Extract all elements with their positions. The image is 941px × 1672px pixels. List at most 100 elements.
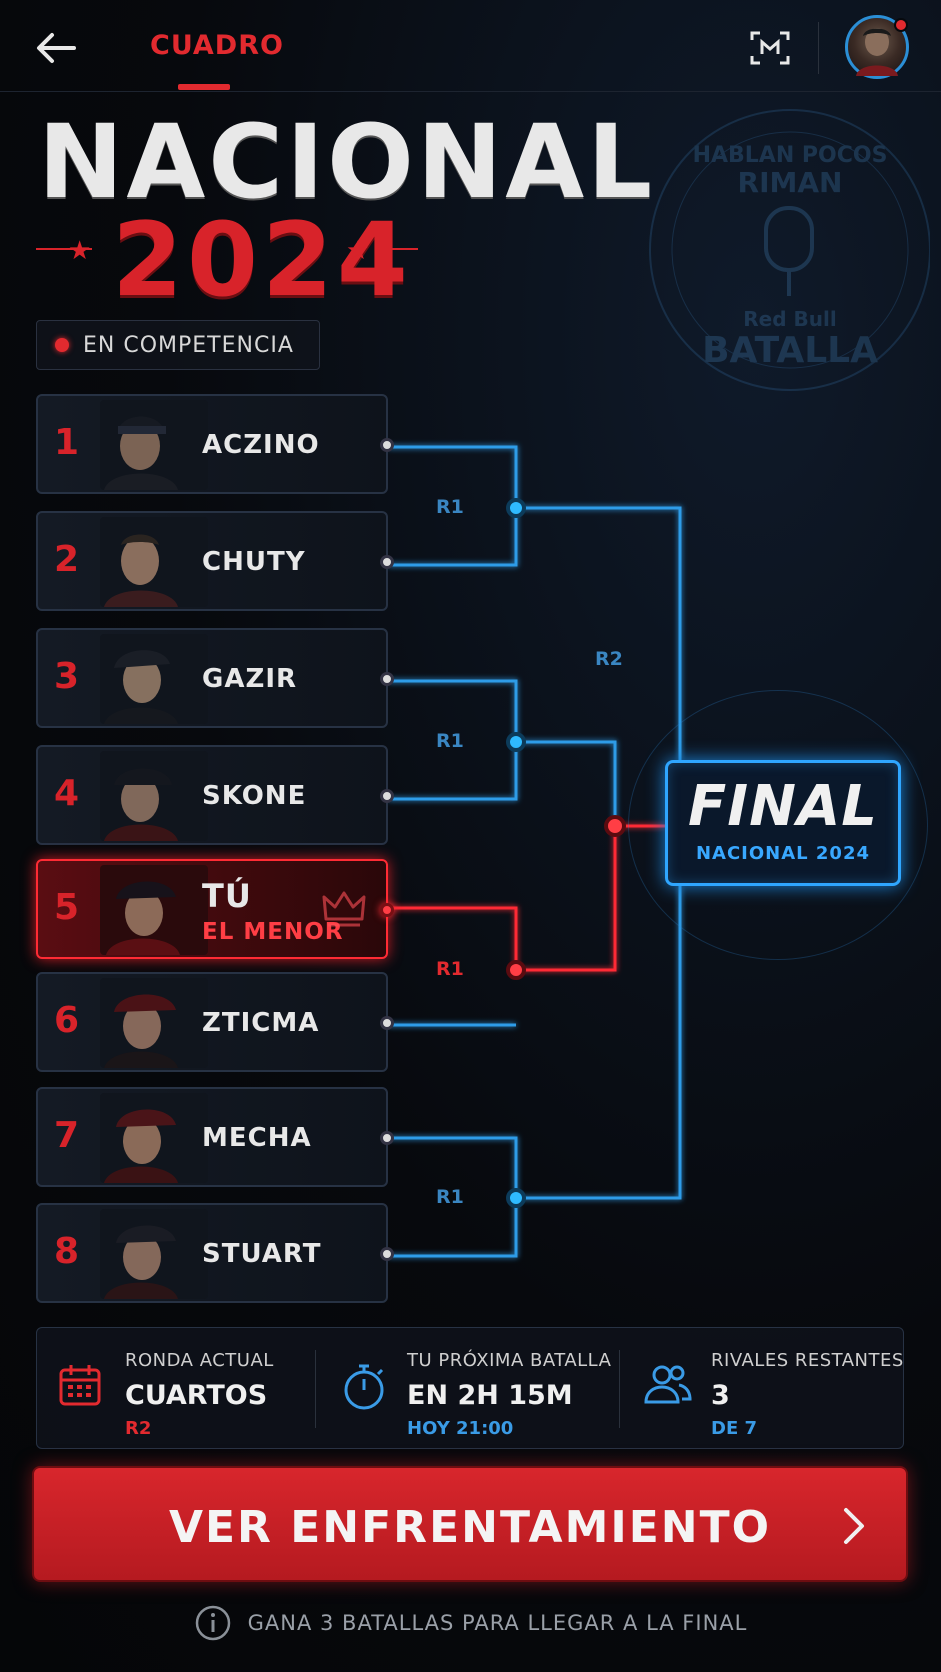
player-photo xyxy=(100,865,208,955)
player-photo xyxy=(100,634,208,724)
player-node xyxy=(380,672,394,686)
stats-panel: RONDA ACTUAL CUARTOS R2 TU PRÓXIMA BATAL… xyxy=(36,1327,904,1449)
player-card[interactable]: 4 SKONE xyxy=(36,745,394,845)
player-portrait-icon xyxy=(100,634,208,724)
chevron-right-icon xyxy=(844,1508,864,1544)
player-name: TÚ xyxy=(202,877,252,915)
stat-sub: R2 xyxy=(125,1418,152,1439)
header-divider xyxy=(818,22,819,74)
arrow-left-icon xyxy=(37,33,76,63)
stat-rivals: RIVALES RESTANTES 3 DE 7 xyxy=(623,1328,903,1448)
bracket-node xyxy=(506,498,526,518)
stat-value: 3 xyxy=(711,1380,730,1411)
final-title: FINAL xyxy=(688,774,878,839)
users-icon xyxy=(644,1365,692,1404)
player-portrait-icon xyxy=(100,1093,208,1183)
round-label: R1 xyxy=(436,958,464,980)
bracket-node xyxy=(506,732,526,752)
player-portrait-icon xyxy=(100,978,208,1068)
round-label: R1 xyxy=(436,496,464,518)
player-card[interactable]: 2 CHUTY xyxy=(36,511,394,611)
player-photo xyxy=(100,1093,208,1183)
scan-icon xyxy=(750,31,790,65)
player-node xyxy=(380,555,394,569)
status-badge: EN COMPETENCIA xyxy=(36,320,320,370)
notification-dot xyxy=(894,18,908,32)
player-portrait-icon xyxy=(100,517,208,607)
player-name: MECHA xyxy=(202,1123,312,1153)
round-label: R2 xyxy=(595,648,623,670)
hint-text: GANA 3 BATALLAS PARA LLEGAR A LA FINAL xyxy=(247,1611,748,1635)
player-card[interactable]: 1 ACZINO xyxy=(36,394,394,494)
round-label: R1 xyxy=(436,730,464,752)
event-title: NACIONAL xyxy=(38,103,656,222)
player-name: GAZIR xyxy=(202,664,298,694)
player-node xyxy=(380,438,394,452)
view-matchup-button[interactable]: VER ENFRENTAMIENTO xyxy=(32,1466,908,1582)
player-portrait-icon xyxy=(100,1209,208,1299)
stat-current-round: RONDA ACTUAL CUARTOS R2 xyxy=(37,1328,327,1448)
player-name: CHUTY xyxy=(202,547,306,577)
tab-cuadro[interactable]: CUADRO xyxy=(150,30,284,61)
back-button[interactable] xyxy=(30,22,82,74)
stopwatch-icon xyxy=(344,1364,384,1410)
player-card-you[interactable]: 5 TÚ EL MENOR xyxy=(36,859,394,959)
player-card[interactable]: 3 GAZIR xyxy=(36,628,394,728)
stat-value: CUARTOS xyxy=(125,1380,268,1411)
emblem-mid-text: RIMAN xyxy=(738,166,843,199)
player-card[interactable]: 6 ZTICMA xyxy=(36,972,394,1072)
bracket-line xyxy=(516,506,682,760)
player-photo xyxy=(100,751,208,841)
title-deco-left xyxy=(36,248,92,250)
final-ring xyxy=(628,690,928,960)
player-seed: 8 xyxy=(54,1231,80,1272)
stat-label: RIVALES RESTANTES xyxy=(711,1350,904,1371)
stat-divider xyxy=(619,1350,620,1428)
player-node xyxy=(380,1016,394,1030)
round-label: R1 xyxy=(436,1186,464,1208)
scan-button[interactable] xyxy=(744,22,796,74)
cta-label: VER ENFRENTAMIENTO xyxy=(168,1502,772,1553)
star-icon: ★ xyxy=(346,236,370,266)
info-icon[interactable] xyxy=(194,1604,232,1642)
stat-next-battle: TU PRÓXIMA BATALLA EN 2H 15M HOY 21:00 xyxy=(319,1328,619,1448)
player-seed: 2 xyxy=(54,539,80,580)
hint-row: GANA 3 BATALLAS PARA LLEGAR A LA FINAL xyxy=(0,1604,941,1642)
emblem-bottom-text: BATALLA xyxy=(702,330,878,371)
stat-sub: HOY 21:00 xyxy=(407,1418,514,1439)
stat-divider xyxy=(315,1350,316,1428)
final-subtitle: NACIONAL 2024 xyxy=(695,843,871,864)
player-node xyxy=(380,1247,394,1261)
emblem-top-text: HABLAN POCOS xyxy=(693,143,888,168)
player-photo xyxy=(100,400,208,490)
avatar-portrait-icon xyxy=(856,28,898,76)
player-portrait-icon xyxy=(100,400,208,490)
player-card[interactable]: 7 MECHA xyxy=(36,1087,394,1187)
player-node xyxy=(380,1131,394,1145)
player-name: ZTICMA xyxy=(202,1008,320,1038)
player-name: SKONE xyxy=(202,781,307,811)
bracket-line xyxy=(516,740,617,826)
player-photo xyxy=(100,517,208,607)
final-card[interactable]: FINAL NACIONAL 2024 xyxy=(665,760,901,886)
stat-label: RONDA ACTUAL xyxy=(125,1350,274,1371)
player-card[interactable]: 8 STUART xyxy=(36,1203,394,1303)
status-label: EN COMPETENCIA xyxy=(83,332,294,358)
bracket-line xyxy=(516,886,682,1200)
player-photo xyxy=(100,978,208,1068)
stat-value: EN 2H 15M xyxy=(407,1380,573,1411)
live-dot-icon xyxy=(55,338,69,352)
bracket-node xyxy=(506,1188,526,1208)
player-photo xyxy=(100,1209,208,1299)
batalla-emblem: HABLAN POCOS RIMAN Red Bull BATALLA xyxy=(649,109,930,391)
player-seed: 6 xyxy=(54,1000,80,1041)
calendar-icon xyxy=(59,1365,101,1406)
player-seed: 3 xyxy=(54,656,80,697)
top-bar: CUADRO xyxy=(0,0,941,92)
player-seed: 5 xyxy=(54,887,80,928)
star-icon: ★ xyxy=(68,236,92,266)
title-deco-right xyxy=(376,248,418,250)
stat-label: TU PRÓXIMA BATALLA xyxy=(407,1350,612,1371)
player-name: STUART xyxy=(202,1239,322,1269)
user-avatar[interactable] xyxy=(845,15,909,79)
